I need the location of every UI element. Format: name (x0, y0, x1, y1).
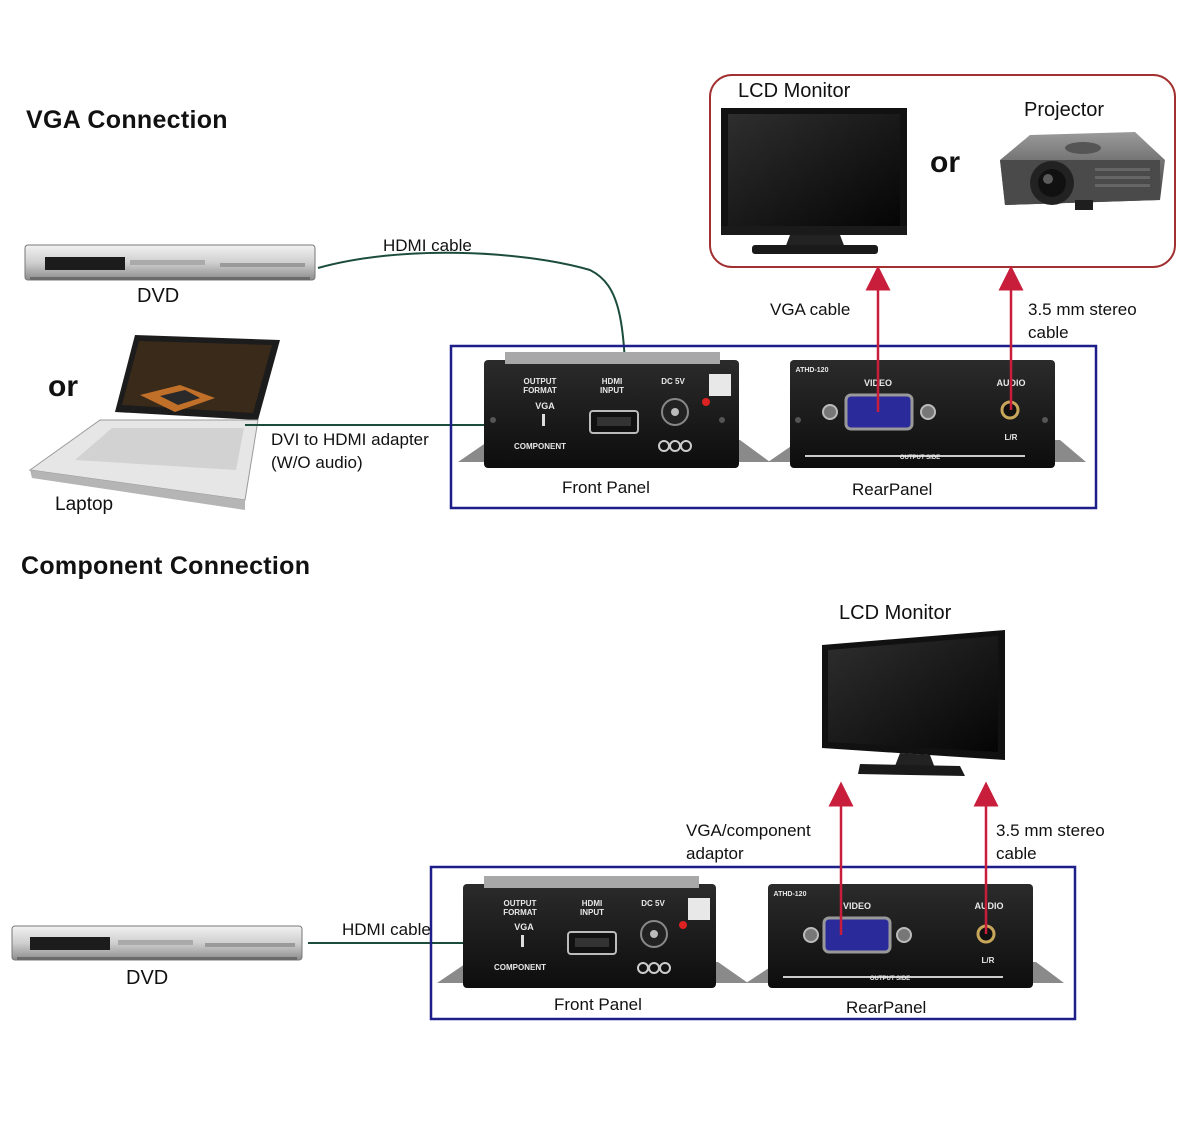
svg-text:OUTPUT: OUTPUT (504, 899, 537, 908)
lcd-monitor-icon (822, 630, 1005, 776)
audio-cable-label: 3.5 mm stereo cable (1028, 300, 1137, 342)
svg-text:OUTPUT: OUTPUT (524, 377, 557, 386)
extender-group-frame (449, 344, 1098, 510)
svg-text:L/R: L/R (1005, 433, 1018, 442)
dvd-player-icon (24, 244, 316, 281)
svg-text:VGA: VGA (535, 401, 555, 411)
front-panel-label: Front Panel (554, 995, 642, 1014)
rear-panel-label: RearPanel (852, 480, 933, 499)
svg-text:OUTPUT SIDE: OUTPUT SIDE (870, 976, 910, 982)
svg-text:VIDEO: VIDEO (843, 901, 871, 911)
svg-text:FORMAT: FORMAT (523, 386, 557, 395)
svg-text:COMPONENT: COMPONENT (494, 963, 546, 972)
dvd-label: DVD (126, 967, 169, 989)
svg-text:VGA: VGA (514, 922, 534, 932)
svg-text:L/R: L/R (982, 956, 995, 965)
dvi-adapter-label: DVI to HDMI adapter (W/O audio) (271, 430, 429, 472)
dvd-player-icon (11, 925, 303, 961)
front-panel-label: Front Panel (562, 478, 650, 497)
or-source-label: or (48, 370, 78, 403)
front-panel-unit: OUTPUT FORMAT VGA COMPONENT HDMI INPUT D… (437, 876, 748, 988)
svg-text:OUTPUT SIDE: OUTPUT SIDE (900, 455, 940, 461)
vga-component-adaptor-label: VGA/component adaptor (686, 821, 811, 863)
hdmi-cable-line (317, 251, 627, 421)
svg-text:ATHD-120: ATHD-120 (796, 367, 829, 374)
svg-text:FORMAT: FORMAT (503, 908, 537, 917)
rear-panel-unit: ATHD-120 VIDEO AUDIO L/R OUTPUT SIDE (768, 360, 1086, 468)
svg-text:INPUT: INPUT (580, 908, 604, 917)
extender-group-frame (429, 865, 1077, 1021)
svg-text:INPUT: INPUT (600, 386, 624, 395)
svg-text:DC 5V: DC 5V (661, 377, 685, 386)
svg-text:AUDIO: AUDIO (975, 901, 1004, 911)
svg-text:HDMI: HDMI (582, 899, 602, 908)
svg-text:ATHD-120: ATHD-120 (774, 891, 807, 898)
vga-cable-label: VGA cable (770, 300, 851, 319)
svg-text:COMPONENT: COMPONENT (514, 442, 566, 451)
projector-label: Projector (1024, 99, 1105, 121)
component-section-title: Component Connection (21, 552, 311, 580)
vga-section-title: VGA Connection (26, 106, 228, 134)
lcd-monitor-label: LCD Monitor (839, 602, 952, 624)
lcd-monitor-icon (721, 108, 907, 254)
laptop-icon (28, 335, 280, 510)
audio-cable-label: 3.5 mm stereo cable (996, 821, 1105, 863)
hdmi-cable-label: HDMI cable (342, 920, 431, 939)
or-display-label: or (930, 146, 960, 179)
svg-text:DC 5V: DC 5V (641, 899, 665, 908)
lcd-monitor-label: LCD Monitor (738, 80, 851, 102)
front-panel-unit: OUTPUT FORMAT VGA COMPONENT HDMI INPUT D… (458, 352, 770, 468)
rear-panel-label: RearPanel (846, 998, 927, 1017)
laptop-label: Laptop (55, 494, 114, 515)
projector-icon (1000, 132, 1165, 210)
display-options-frame (709, 74, 1176, 268)
rear-panel-unit: ATHD-120 VIDEO AUDIO L/R OUTPUT SIDE (746, 884, 1064, 988)
svg-text:HDMI: HDMI (602, 377, 622, 386)
hdmi-cable-label: HDMI cable (383, 236, 472, 255)
dvd-label: DVD (137, 285, 180, 307)
